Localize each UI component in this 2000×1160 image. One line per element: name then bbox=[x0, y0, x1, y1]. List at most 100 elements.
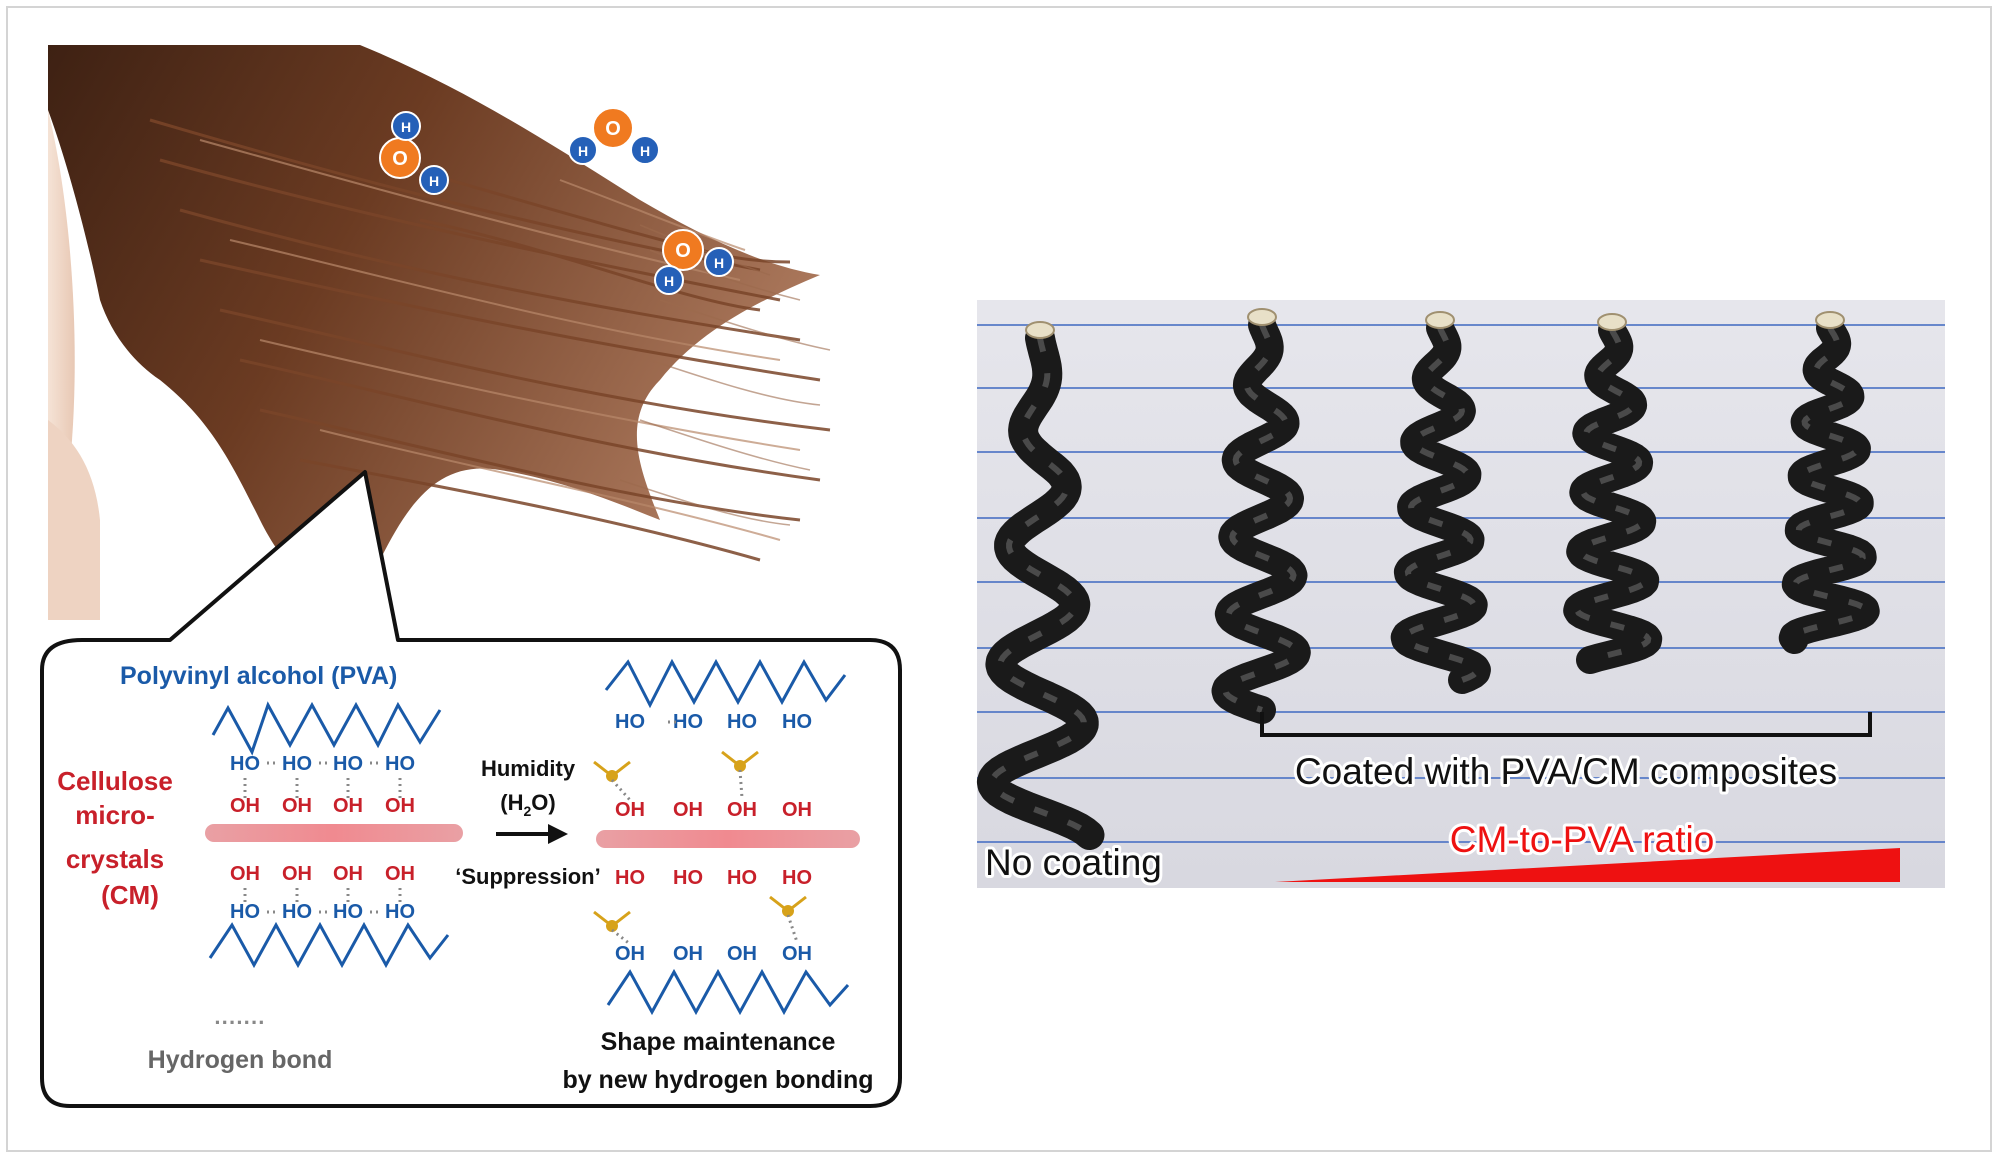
cm-label-line-1: Cellulose bbox=[57, 766, 173, 796]
cm-bar-left bbox=[205, 824, 463, 842]
caption-line-1: Shape maintenance bbox=[601, 1028, 836, 1056]
right-structure bbox=[596, 658, 860, 1016]
h-label: H bbox=[714, 255, 724, 271]
pva-chain-bottom-left bbox=[208, 921, 450, 969]
humidity-arrowhead bbox=[548, 824, 568, 844]
strand-layer bbox=[976, 308, 1880, 850]
cm-bar-right bbox=[596, 830, 860, 848]
left-structure bbox=[205, 701, 463, 969]
oh-group-bottom-right: OH bbox=[727, 943, 757, 965]
ho-group-bottom-left: HO bbox=[333, 901, 363, 923]
oh-group-cm-left-bottom: OH bbox=[385, 863, 415, 885]
legend-dots: ······· bbox=[214, 1010, 265, 1035]
ho-group-top-right: HO bbox=[782, 711, 812, 733]
water-molecule-2: O H H bbox=[568, 107, 660, 165]
strand-highlight bbox=[1789, 326, 1869, 642]
water-bridge-3-atom bbox=[606, 920, 618, 932]
water-bridge-2-atom bbox=[734, 760, 746, 772]
ho-group-top-left: HO bbox=[282, 753, 312, 775]
oh-group-cm-left-top: OH bbox=[333, 795, 363, 817]
no-coating-label: No coating bbox=[985, 842, 1162, 883]
o-label: O bbox=[392, 148, 408, 170]
samples-photo bbox=[976, 300, 1945, 888]
oh-group-cm-left-bottom: OH bbox=[230, 863, 260, 885]
hair-strand-1 bbox=[976, 321, 1105, 850]
pva-chain-top-right bbox=[604, 658, 847, 709]
oh-group-cm-left-top: OH bbox=[230, 795, 260, 817]
water-formula-sub: 2 bbox=[523, 803, 531, 819]
oh-group-cm-right-top: OH bbox=[782, 799, 812, 821]
legend-hydrogen-bond: Hydrogen bond bbox=[148, 1046, 333, 1074]
hair-tie bbox=[1815, 311, 1845, 329]
water-bridge-4-atom bbox=[782, 905, 794, 917]
oh-group-cm-right-top: OH bbox=[615, 799, 645, 821]
hair-strand-4 bbox=[1563, 313, 1663, 674]
strand-highlight bbox=[1222, 323, 1300, 713]
pva-title: Polyvinyl alcohol (PVA) bbox=[120, 662, 397, 690]
o-label: O bbox=[675, 240, 691, 262]
molecule-layer: HO OH OH HO HO OH OH HO HO OH OH HO HO OH OH HO HO OH HO OH… bbox=[230, 711, 812, 965]
oh-group-cm-left-top: OH bbox=[385, 795, 415, 817]
strand-highlight bbox=[988, 337, 1092, 838]
ho-group-cm-right-bottom: HO bbox=[727, 867, 757, 889]
speech-bubble bbox=[40, 470, 902, 1108]
humidity-label: Humidity bbox=[481, 756, 576, 781]
figure-frame bbox=[6, 6, 1992, 1152]
water-molecule-1: O H H bbox=[379, 111, 449, 195]
cm-label: Cellulose micro- crystals (CM) bbox=[57, 766, 173, 910]
ho-group-bottom-left: HO bbox=[385, 901, 415, 923]
h-label: H bbox=[664, 273, 674, 289]
pva-chain-top-left bbox=[211, 701, 442, 756]
ho-group-bottom-left: HO bbox=[282, 901, 312, 923]
hair-strand-5 bbox=[1778, 311, 1880, 654]
oh-group-cm-left-bottom: OH bbox=[333, 863, 363, 885]
h-label: H bbox=[429, 173, 439, 189]
h-label: H bbox=[640, 143, 650, 159]
h-bond-right-bridge bbox=[611, 928, 631, 946]
water-molecule-3: O H H bbox=[654, 229, 734, 295]
h-label: H bbox=[401, 119, 411, 135]
hair-strand-2 bbox=[1211, 308, 1311, 724]
pva-chain-bottom-right bbox=[606, 968, 850, 1016]
ho-group-top-left: HO bbox=[333, 753, 363, 775]
cm-label-line-3: crystals bbox=[66, 844, 164, 874]
ho-group-bottom-left: HO bbox=[230, 901, 260, 923]
strand-highlight bbox=[1573, 328, 1652, 663]
ho-group-top-left: HO bbox=[230, 753, 260, 775]
o-label: O bbox=[605, 118, 621, 140]
h-label: H bbox=[578, 143, 588, 159]
oh-group-cm-right-top: OH bbox=[673, 799, 703, 821]
oh-group-cm-left-bottom: OH bbox=[282, 863, 312, 885]
oh-group-cm-right-top: OH bbox=[727, 799, 757, 821]
caption-line-2: by new hydrogen bonding bbox=[562, 1066, 873, 1094]
ho-group-cm-right-bottom: HO bbox=[673, 867, 703, 889]
hair-tie bbox=[1247, 308, 1277, 326]
ho-group-cm-right-bottom: HO bbox=[782, 867, 812, 889]
strand-highlight bbox=[1401, 326, 1481, 683]
cm-label-line-2: micro- bbox=[75, 800, 154, 830]
coated-label: Coated with PVA/CM composites bbox=[1295, 751, 1837, 792]
water-formula-close: O) bbox=[531, 790, 555, 815]
water-bridge-1-atom bbox=[606, 770, 618, 782]
oh-group-bottom-right: OH bbox=[782, 943, 812, 965]
ho-group-top-right: HO bbox=[673, 711, 703, 733]
suppression-label: ‘Suppression’ bbox=[455, 864, 600, 889]
ho-group-top-right: HO bbox=[727, 711, 757, 733]
ho-group-top-right: HO bbox=[615, 711, 645, 733]
coated-bracket bbox=[1260, 712, 1872, 737]
ho-group-cm-right-bottom: HO bbox=[615, 867, 645, 889]
ratio-wedge bbox=[1275, 848, 1900, 882]
cm-label-line-4: (CM) bbox=[101, 880, 159, 910]
hair-tie bbox=[1025, 321, 1055, 339]
oh-group-bottom-right: OH bbox=[615, 943, 645, 965]
oh-group-cm-left-top: OH bbox=[282, 795, 312, 817]
ho-group-top-left: HO bbox=[385, 753, 415, 775]
water-formula: (H2O) bbox=[500, 790, 555, 819]
water-formula-open: (H bbox=[500, 790, 523, 815]
h-bond-right-bridge bbox=[610, 778, 632, 802]
hair-photo bbox=[48, 45, 908, 620]
hair-tie bbox=[1597, 313, 1627, 331]
ratio-label: CM-to-PVA ratio bbox=[1450, 819, 1715, 860]
hair-tie bbox=[1425, 311, 1455, 329]
